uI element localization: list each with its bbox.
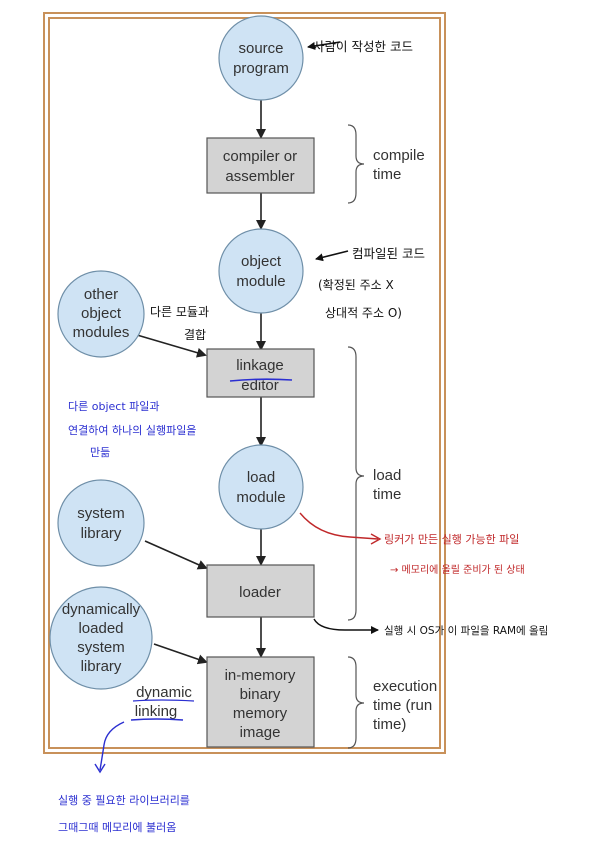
underline-dynamic xyxy=(132,699,195,702)
note-other-line1: 다른 모듈과 xyxy=(150,305,209,319)
node-object-module-line1: object xyxy=(241,253,282,270)
phase-load-time-line1: load xyxy=(373,467,401,484)
phase-execution-time-line1: execution xyxy=(373,678,437,695)
note-loader: 실행 시 OS가 이 파일을 RAM에 올림 xyxy=(384,624,548,637)
node-object-module: object module xyxy=(218,228,304,314)
node-linkage-editor-line2: editor xyxy=(241,377,279,394)
node-other-modules: other object modules xyxy=(57,270,145,358)
note-arrow-loader xyxy=(313,618,379,634)
node-in-memory-image-line1: in-memory xyxy=(225,667,296,684)
underline-editor xyxy=(229,378,293,382)
arrow-dynamic-to-image xyxy=(153,643,208,665)
phase-execution-time-line2: time (run xyxy=(373,697,432,714)
node-in-memory-image: in-memory binary memory image xyxy=(206,656,315,748)
node-dynamic-library-line1: dynamically xyxy=(62,601,141,618)
brace-load-time xyxy=(347,346,365,621)
note-dynamic-line2: 그때그때 메모리에 불러옴 xyxy=(58,821,176,834)
note-linkage-line3: 만듦 xyxy=(90,446,110,459)
outer-frame xyxy=(43,12,446,754)
node-system-library-line1: system xyxy=(77,505,125,522)
node-other-modules-line1: other xyxy=(84,286,118,303)
note-source: 사람이 작성한 코드 xyxy=(313,39,413,54)
note-arrow-object xyxy=(315,250,349,262)
node-source-program-line2: program xyxy=(233,60,289,77)
note-load-module-line2: → 메모리에 올릴 준비가 된 상태 xyxy=(390,563,525,576)
note-arrow-load-module-head xyxy=(370,533,382,545)
dynamic-linking-line1: dynamic xyxy=(136,684,192,701)
arrow-other-to-linkage xyxy=(136,334,207,358)
node-load-module-line1: load xyxy=(247,469,275,486)
node-loader: loader xyxy=(206,564,315,618)
phase-compile-time-line1: compile xyxy=(373,147,425,164)
note-linkage-line1: 다른 object 파일과 xyxy=(68,399,160,413)
note-dynamic-line1: 실행 중 필요한 라이브러리를 xyxy=(58,794,190,807)
note-arrow-source xyxy=(307,41,341,50)
note-linkage-line2: 연결하여 하나의 실행파일을 xyxy=(68,423,196,437)
note-object-line3: 상대적 주소 O) xyxy=(325,306,402,320)
underline-linking xyxy=(130,718,184,721)
node-dynamic-library-line2: loaded xyxy=(78,620,123,637)
phase-load-time-line2: time xyxy=(373,486,401,503)
note-other-line2: 결합 xyxy=(184,328,206,342)
node-dynamic-library-line4: library xyxy=(81,658,122,675)
brace-execution-time xyxy=(347,656,365,749)
node-dynamic-library-line3: system xyxy=(77,639,125,656)
note-object-line2: (확정된 주소 X xyxy=(318,278,394,292)
node-other-modules-line2: object xyxy=(81,305,122,322)
node-other-modules-line3: modules xyxy=(73,324,130,341)
node-compiler-line1: compiler or xyxy=(223,148,297,165)
note-arrow-dynamic-head xyxy=(94,763,106,774)
brace-compile-time xyxy=(347,124,365,204)
note-object-line1: 컴파일된 코드 xyxy=(352,246,425,261)
flow-arrows xyxy=(136,99,266,665)
node-load-module-line2: module xyxy=(236,489,285,506)
phase-execution-time-line3: time) xyxy=(373,716,406,733)
node-compiler-line2: assembler xyxy=(225,168,294,185)
node-source-program: source program xyxy=(218,15,304,101)
node-in-memory-image-line2: binary xyxy=(240,686,281,703)
node-source-program-line1: source xyxy=(238,40,283,57)
arrow-system-to-loader xyxy=(144,540,208,570)
node-linkage-editor: linkage editor xyxy=(206,348,315,398)
node-load-module: load module xyxy=(218,444,304,530)
note-arrow-dynamic xyxy=(99,721,125,771)
node-compiler: compiler or assembler xyxy=(206,137,315,194)
node-loader-line1: loader xyxy=(239,584,281,601)
note-load-module-line1: 링커가 만든 실행 가능한 파일 xyxy=(384,532,519,546)
phase-compile-time-line2: time xyxy=(373,166,401,183)
node-system-library-line2: library xyxy=(81,525,122,542)
node-in-memory-image-line4: image xyxy=(240,724,281,741)
node-dynamic-library: dynamically loaded system library xyxy=(49,586,153,690)
inner-frame xyxy=(48,17,441,749)
note-arrow-load-module xyxy=(299,512,379,540)
node-system-library: system library xyxy=(57,479,145,567)
node-in-memory-image-line3: memory xyxy=(233,705,288,722)
node-object-module-line2: module xyxy=(236,273,285,290)
dynamic-linking-line2: linking xyxy=(135,703,178,720)
node-linkage-editor-line1: linkage xyxy=(236,357,284,374)
